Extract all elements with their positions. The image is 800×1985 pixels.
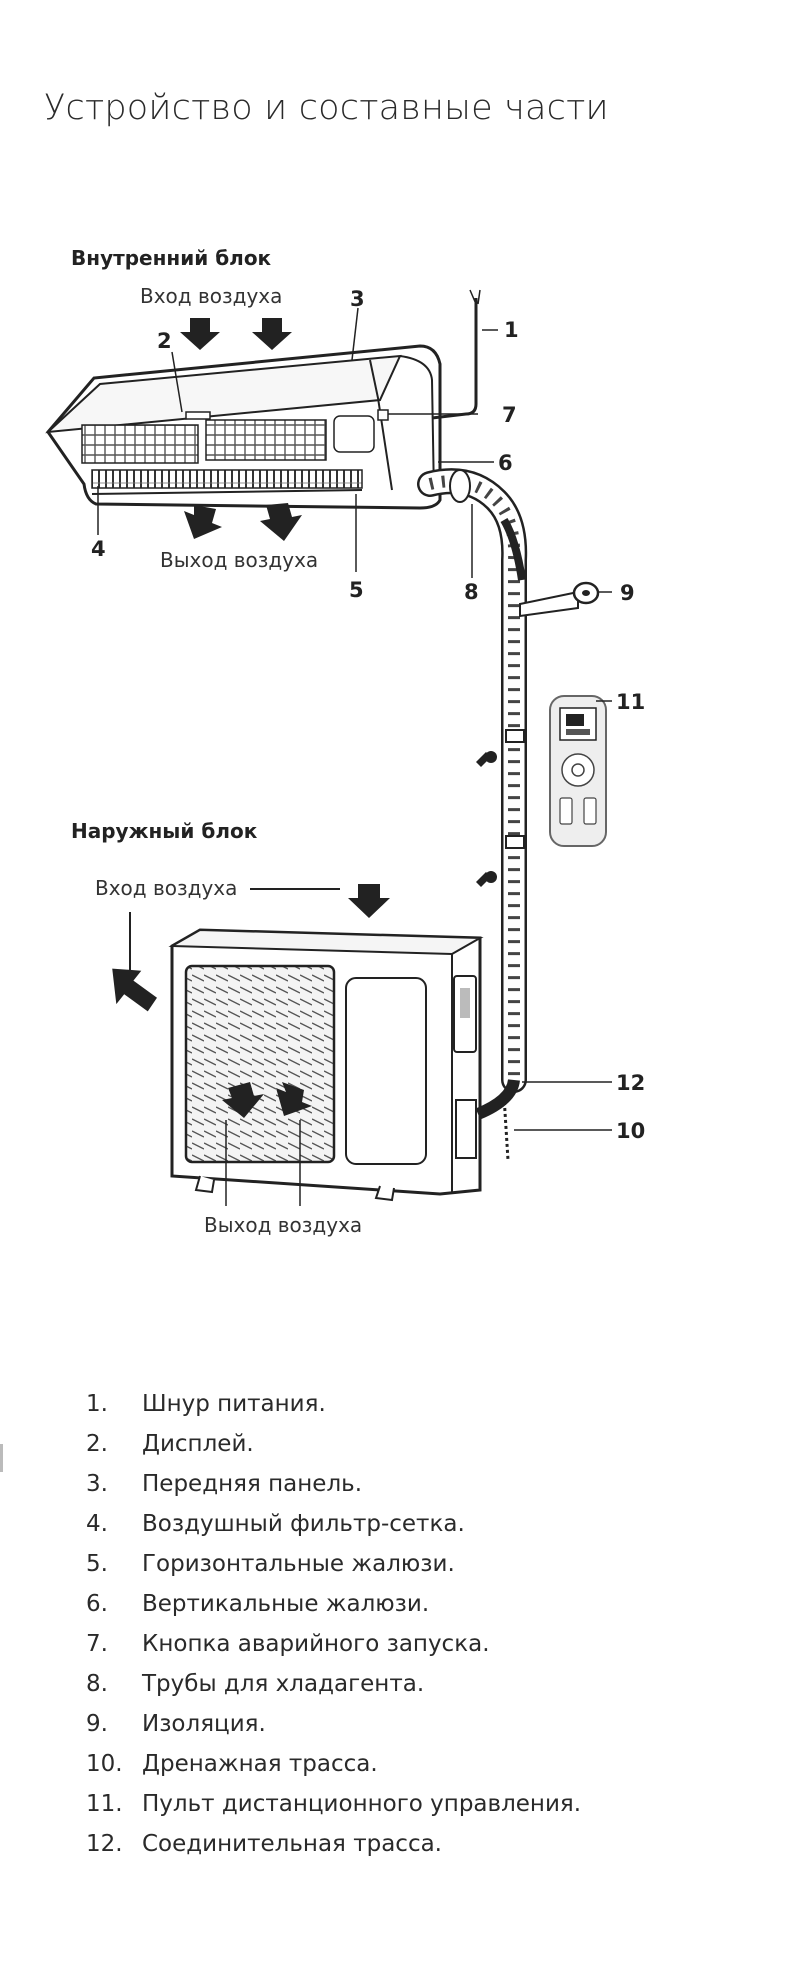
outdoor-air-out-label: Выход воздуха xyxy=(204,1213,362,1237)
outdoor-unit-heading: Наружный блок xyxy=(71,819,258,843)
part-number: 12. xyxy=(86,1824,142,1864)
callout-5: 5 xyxy=(349,578,364,602)
insulation-tube xyxy=(520,583,598,616)
callout-6: 6 xyxy=(498,451,513,475)
callout-3: 3 xyxy=(350,287,365,311)
part-number: 4. xyxy=(86,1504,142,1544)
indoor-air-in-arrows xyxy=(180,318,292,350)
indoor-unit-heading: Внутренний блок xyxy=(71,246,272,270)
part-label: Горизонтальные жалюзи. xyxy=(142,1551,455,1577)
part-number: 9. xyxy=(86,1704,142,1744)
part-label: Воздушный фильтр-сетка. xyxy=(142,1511,465,1537)
air-conditioner-diagram: Внутренний блок Вход воздуха Выход возду… xyxy=(0,0,800,1300)
part-number: 8. xyxy=(86,1664,142,1704)
part-label: Соединительная трасса. xyxy=(142,1831,442,1857)
part-label: Дисплей. xyxy=(142,1431,254,1457)
indoor-air-out-label: Выход воздуха xyxy=(160,548,318,572)
wall-screws xyxy=(476,751,497,887)
part-number: 5. xyxy=(86,1544,142,1584)
callout-2: 2 xyxy=(157,329,172,353)
callout-11: 11 xyxy=(616,690,645,714)
indoor-unit xyxy=(48,346,440,508)
part-number: 1. xyxy=(86,1384,142,1424)
connection-line xyxy=(478,1080,514,1114)
part-number: 10. xyxy=(86,1744,142,1784)
list-item: 11.Пульт дистанционного управления. xyxy=(86,1784,581,1824)
list-item: 5.Горизонтальные жалюзи. xyxy=(86,1544,581,1584)
parts-list: 1.Шнур питания. 2.Дисплей. 3.Передняя па… xyxy=(86,1384,581,1864)
callout-12: 12 xyxy=(616,1071,645,1095)
part-label: Шнур питания. xyxy=(142,1391,326,1417)
callout-8: 8 xyxy=(464,580,479,604)
outdoor-unit xyxy=(172,930,480,1200)
list-item: 4.Воздушный фильтр-сетка. xyxy=(86,1504,581,1544)
list-item: 3.Передняя панель. xyxy=(86,1464,581,1504)
callout-9: 9 xyxy=(620,581,635,605)
part-label: Изоляция. xyxy=(142,1711,266,1737)
part-label: Вертикальные жалюзи. xyxy=(142,1591,429,1617)
part-number: 7. xyxy=(86,1624,142,1664)
list-item: 9.Изоляция. xyxy=(86,1704,581,1744)
part-number: 11. xyxy=(86,1784,142,1824)
part-label: Пульт дистанционного управления. xyxy=(142,1791,581,1817)
part-label: Передняя панель. xyxy=(142,1471,362,1497)
list-item: 7.Кнопка аварийного запуска. xyxy=(86,1624,581,1664)
list-item: 12.Соединительная трасса. xyxy=(86,1824,581,1864)
callout-1: 1 xyxy=(504,318,519,342)
outdoor-air-in-label: Вход воздуха xyxy=(95,876,237,900)
part-number: 6. xyxy=(86,1584,142,1624)
list-item: 1.Шнур питания. xyxy=(86,1384,581,1424)
part-label: Трубы для хладагента. xyxy=(142,1671,424,1697)
list-item: 8.Трубы для хладагента. xyxy=(86,1664,581,1704)
callout-10: 10 xyxy=(616,1119,645,1143)
indoor-air-in-label: Вход воздуха xyxy=(140,284,282,308)
part-number: 2. xyxy=(86,1424,142,1464)
list-item: 2.Дисплей. xyxy=(86,1424,581,1464)
callout-4: 4 xyxy=(91,537,106,561)
part-number: 3. xyxy=(86,1464,142,1504)
part-label: Кнопка аварийного запуска. xyxy=(142,1631,490,1657)
list-item: 10.Дренажная трасса. xyxy=(86,1744,581,1784)
edge-mark xyxy=(0,1444,3,1472)
callout-7: 7 xyxy=(502,403,517,427)
part-label: Дренажная трасса. xyxy=(142,1751,378,1777)
remote-control xyxy=(550,696,606,846)
list-item: 6.Вертикальные жалюзи. xyxy=(86,1584,581,1624)
indoor-air-out-arrows xyxy=(184,503,302,541)
